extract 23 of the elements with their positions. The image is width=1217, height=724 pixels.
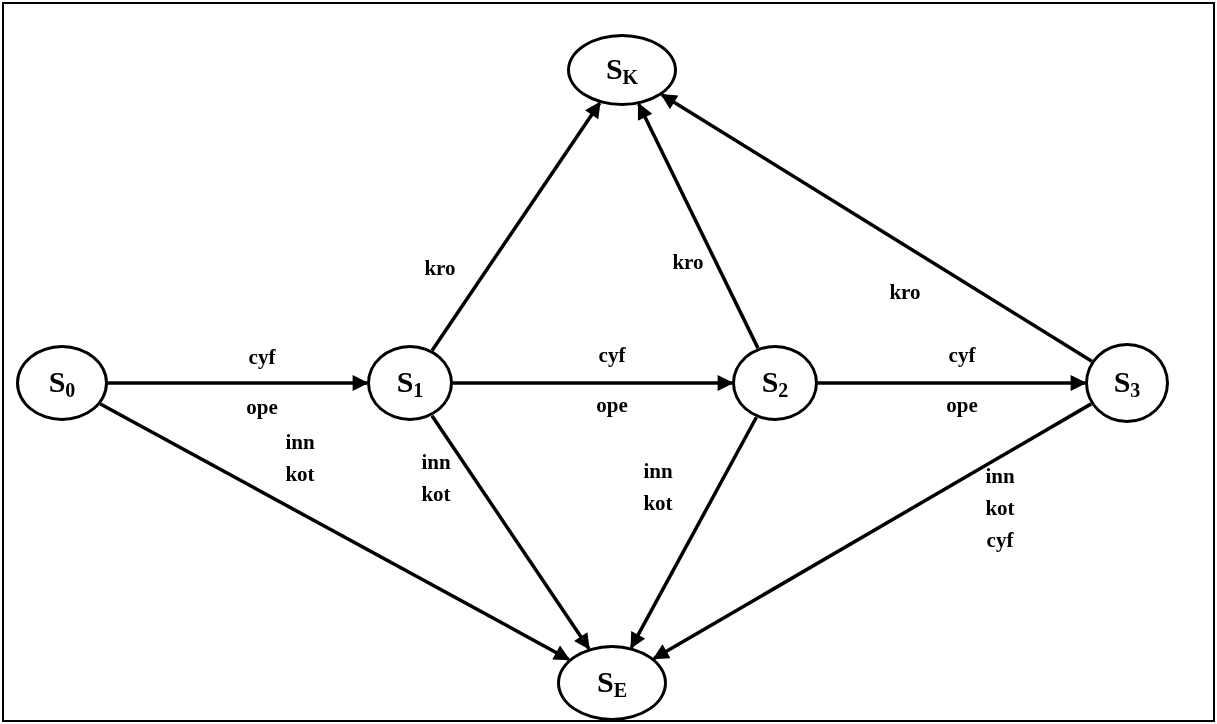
state-label: S$_{K}$ <box>605 51 639 89</box>
edge-label: inn kot <box>284 429 316 488</box>
edge-label: cyf ope <box>595 342 629 419</box>
edge-label: kro <box>671 250 705 274</box>
edge-label: inn kot <box>642 458 674 517</box>
edge-label: cyf ope <box>945 342 979 419</box>
state-label: S$_{E}$ <box>597 664 627 702</box>
edge-label: kro <box>423 256 457 280</box>
edge-label: inn kot <box>420 449 452 508</box>
state-label: S$_{3}$ <box>1113 364 1141 402</box>
arrow <box>660 93 1093 363</box>
arrow <box>652 402 1093 660</box>
state-label: S$_{0}$ <box>48 364 76 402</box>
edge-label: cyf ope <box>245 344 279 421</box>
edge-label: inn kot cyf <box>984 463 1016 554</box>
edge-label: kro <box>888 280 922 304</box>
arrow <box>108 375 369 391</box>
arrow <box>99 402 571 661</box>
arrow <box>818 375 1087 391</box>
state-label: S$_{1}$ <box>396 364 424 402</box>
state-label: S$_{2}$ <box>761 364 789 402</box>
arrow <box>453 375 734 391</box>
state-circle <box>557 645 667 721</box>
